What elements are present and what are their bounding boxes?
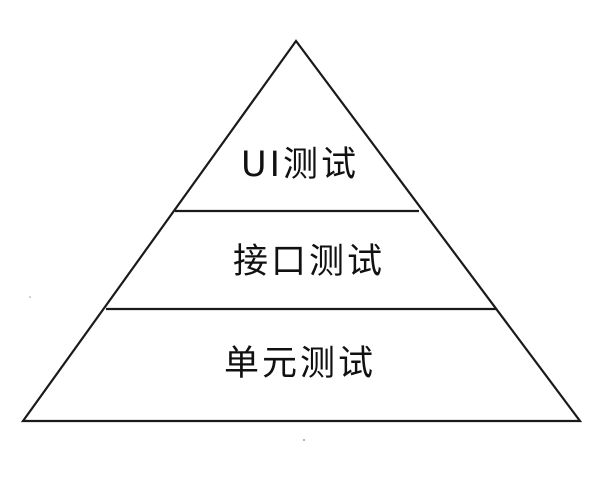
tier-label-unit-testing: 单元测试	[224, 344, 376, 384]
tier-label-api-testing: 接口测试	[233, 242, 385, 282]
scan-speck	[29, 296, 31, 298]
scan-speck	[303, 439, 305, 441]
tier-label-ui-testing: UI测试	[241, 145, 359, 185]
pyramid-outline	[20, 39, 583, 423]
